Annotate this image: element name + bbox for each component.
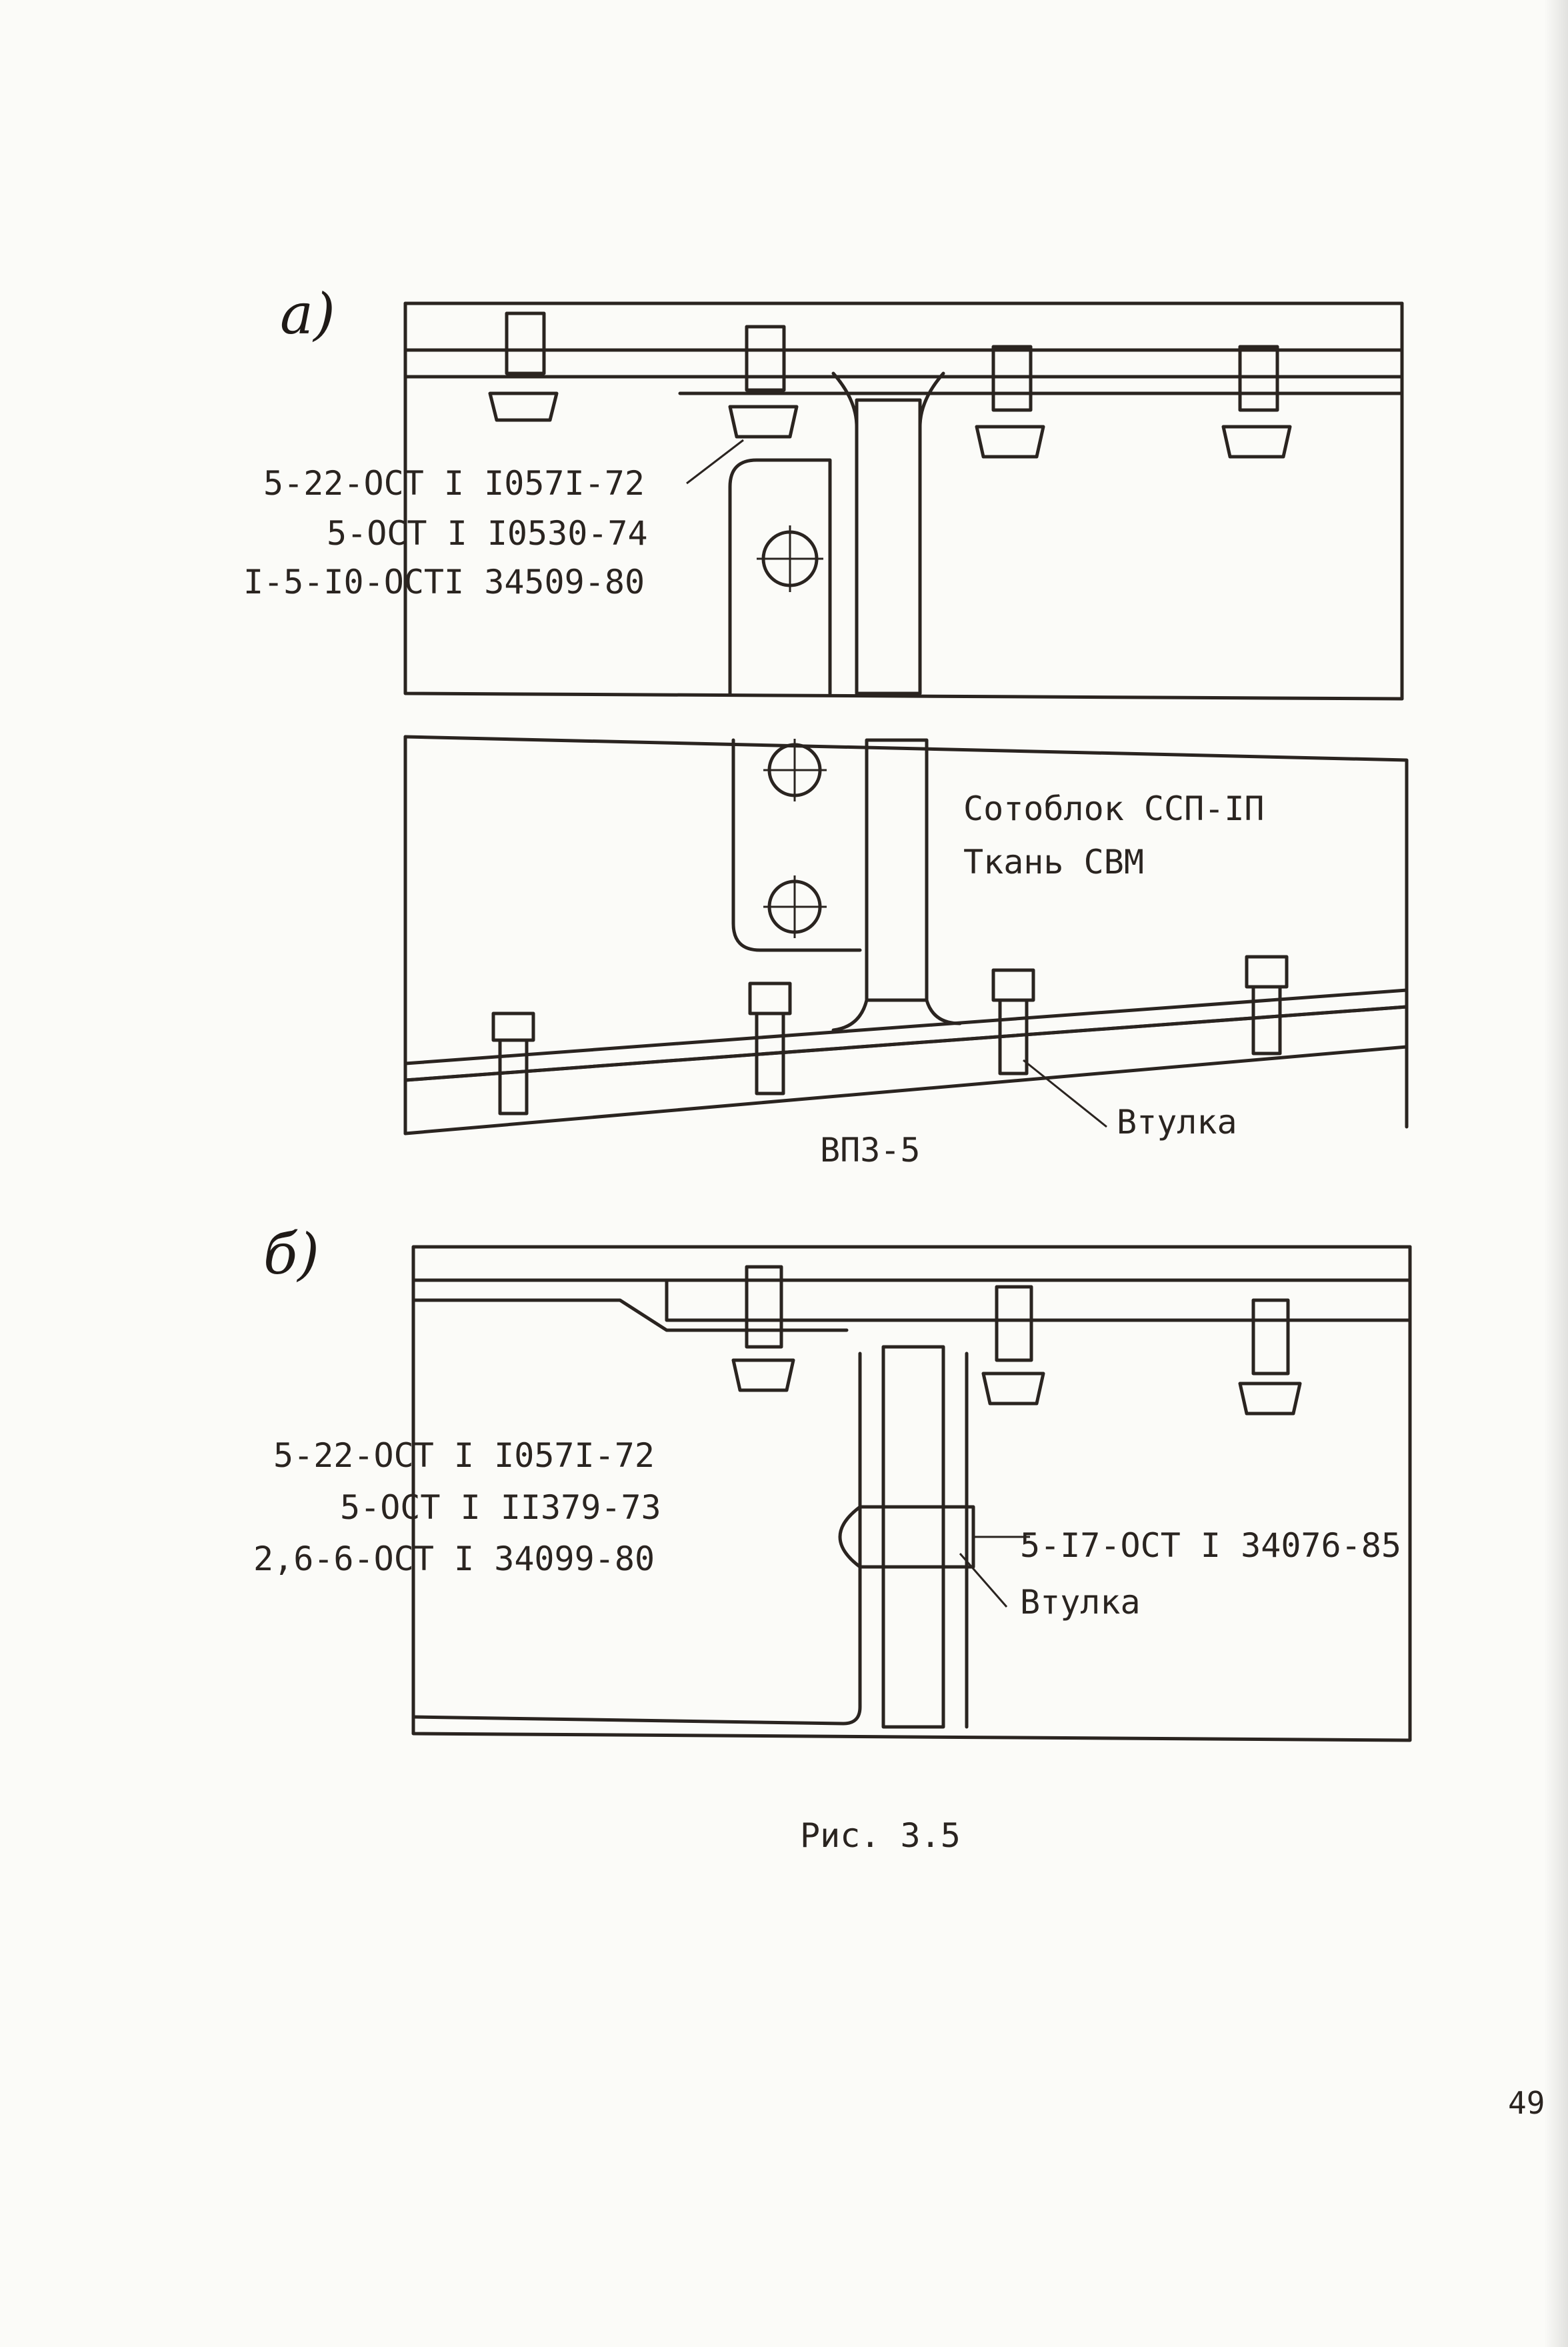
part-a-marker: а) [280,281,335,347]
part-a-lower-panel [403,735,1409,1135]
label-vpz: ВПЗ-5 [820,1131,921,1169]
label-b-3: 2,6-6-ОСТ I 34099-80 [253,1540,655,1578]
label-material-2: Ткань СВМ [963,843,1144,881]
bolt-a-2 [728,325,799,439]
bolt-b-3 [1238,1298,1302,1416]
part-b-marker: б) [263,1222,319,1287]
label-a-2: 5-ОСТ I I0530-74 [327,514,648,553]
label-b-2: 5-ОСТ I II379-73 [340,1488,661,1527]
label-bushing-a: Втулка [1117,1103,1237,1141]
bolt-a-7 [991,968,1035,1075]
bolt-a-8 [1245,955,1289,1055]
figure-caption: Рис. 3.5 [800,1816,961,1855]
part-a-upper-panel [403,301,1404,701]
bolt-a-1 [488,311,559,422]
page-number: 49 [1508,2085,1545,2121]
bolt-b-2 [981,1285,1045,1406]
label-bushing-b: Втулка [1020,1583,1141,1622]
part-b-panel [411,1245,1412,1742]
bolt-a-3 [975,345,1045,459]
bolt-a-4 [1221,345,1292,459]
rivet-head-b [838,1505,862,1569]
label-material-1: Сотоблок ССП-IП [963,789,1265,828]
spar-web-a [855,398,922,695]
bolt-a-5 [491,1011,535,1115]
label-b-1: 5-22-ОСТ I I057I-72 [273,1436,655,1475]
bracket-plate-a [728,458,832,695]
label-rivet-b: 5-I7-ОСТ I 34076-85 [1020,1526,1401,1565]
page-edge-shadow [1544,0,1568,2347]
label-a-3: I-5-I0-ОСТI 34509-80 [243,563,645,601]
bolt-b-1 [731,1265,795,1392]
spar-web-b [881,1345,945,1729]
label-a-1: 5-22-ОСТ I I057I-72 [263,464,645,503]
bolt-a-6 [748,981,792,1095]
